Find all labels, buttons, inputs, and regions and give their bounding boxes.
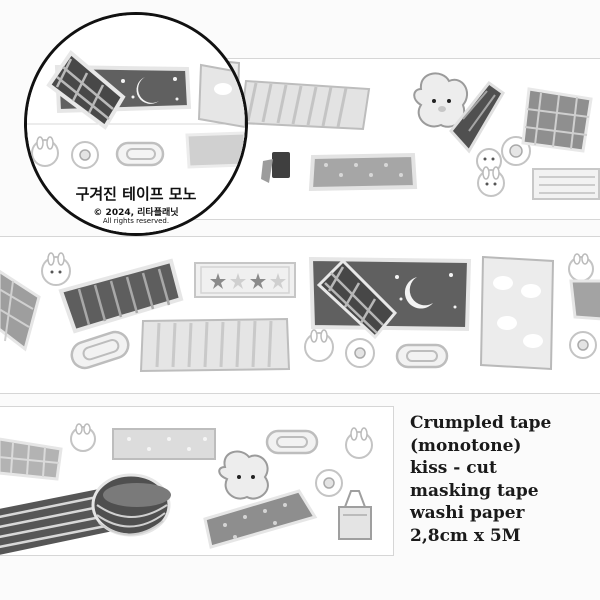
stripe-tape	[197, 63, 245, 129]
binder-clip	[261, 150, 292, 183]
flower-sticker	[71, 141, 99, 169]
light-tape	[185, 131, 245, 169]
flower-sticker	[569, 331, 597, 359]
moon-star-tape	[308, 256, 472, 340]
desc-line: (monotone)	[410, 435, 522, 456]
bunny-sticker	[345, 427, 373, 459]
bunny-sticker	[70, 423, 96, 452]
tape-roll	[0, 473, 171, 555]
plaid-tape	[521, 87, 593, 153]
tape-strip-bottom	[0, 406, 394, 556]
desc-line: masking tape	[410, 480, 539, 501]
plaid-tape	[46, 50, 126, 130]
product-title: 구겨진 테이프 모노	[75, 185, 197, 203]
plaid-tape	[0, 437, 63, 481]
dotted-tape	[112, 428, 216, 460]
star-tape	[194, 262, 296, 298]
zoom-stickers	[27, 15, 245, 233]
paperclip	[70, 330, 130, 370]
paperclip	[115, 141, 165, 167]
bunny-sticker	[477, 166, 505, 197]
bear-sticker	[203, 450, 318, 549]
bunny-sticker	[304, 329, 334, 362]
desc-line: 2,8cm x 5M	[410, 525, 521, 546]
desc-line: Crumpled tape	[410, 413, 552, 433]
plaid-tape	[0, 269, 41, 352]
paperclip	[395, 343, 449, 369]
flower-sticker	[345, 338, 375, 368]
cloud-tape	[479, 255, 555, 371]
stripe-tape	[58, 258, 184, 334]
desc-line: kiss - cut	[410, 458, 497, 478]
product-description: Crumpled tape (monotone) kiss - cut mask…	[410, 412, 595, 547]
light-stripe-tape	[139, 317, 291, 373]
stripe-tape	[569, 279, 600, 321]
dotted-tape	[308, 152, 418, 192]
bear-sticker	[413, 72, 505, 174]
binder-clip	[338, 490, 372, 540]
bunny-sticker	[41, 252, 71, 286]
paperclip	[265, 429, 319, 455]
strip-bottom-stickers	[0, 423, 373, 555]
flower-sticker	[315, 469, 343, 497]
desc-line: washi paper	[410, 503, 525, 523]
copyright-text: © 2024, 리타플래닛	[93, 208, 179, 218]
strip-middle-stickers	[0, 252, 600, 373]
stripe-tape	[239, 79, 371, 131]
bunny-sticker	[31, 136, 59, 167]
light-stripe-tape	[532, 168, 600, 200]
tape-strip-middle	[0, 236, 600, 394]
bunny-sticker	[568, 253, 594, 282]
zoom-lens: 구겨진 테이프 모노 © 2024, 리타플래닛 All rights rese…	[24, 12, 248, 236]
rights-text: All rights reserved.	[102, 217, 170, 225]
